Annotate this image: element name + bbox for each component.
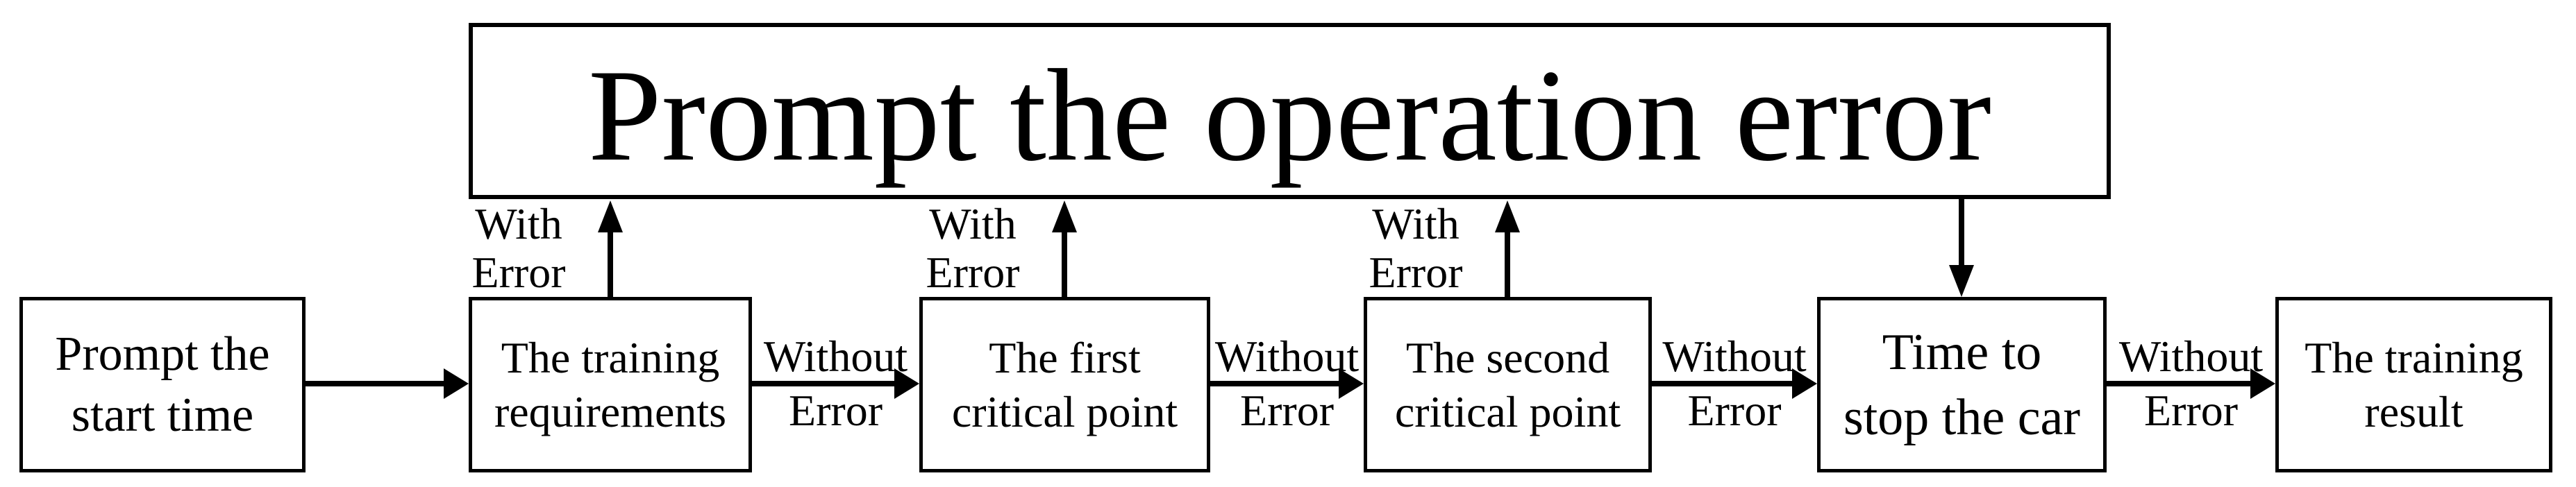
box-time-to-stop-car-line1: Time to (1882, 323, 2042, 381)
box-prompt-start-time: Prompt the start time (19, 297, 306, 472)
with-error-label-3: With Error (1332, 202, 1499, 295)
box-first-critical-point: The first critical point (919, 297, 1210, 472)
box-training-requirements: The training requirements (469, 297, 752, 472)
arrow-first-to-second-head-icon (1339, 368, 1364, 399)
box-training-requirements-line2: requirements (494, 386, 727, 436)
without-error-label-4-line1: Without (2118, 332, 2264, 381)
arrow-second-up-head-icon (1495, 200, 1520, 232)
box-first-critical-point-line2: critical point (951, 386, 1178, 436)
without-error-label-2: Without Error (1210, 334, 1364, 433)
arrow-stop-to-result-head-icon (2250, 368, 2275, 399)
box-time-to-stop-car-line2: stop the car (1843, 388, 2081, 446)
with-error-label-1-line2: Error (471, 248, 566, 297)
arrow-second-up-shaft (1505, 229, 1510, 297)
without-error-label-3: Without Error (1652, 334, 1817, 433)
without-error-label-1: Without Error (752, 334, 919, 433)
operation-error-label: Prompt the operation error (588, 43, 1991, 189)
arrow-first-up-shaft (1062, 229, 1067, 297)
without-error-label-4: Without Error (2107, 334, 2275, 433)
without-error-label-3-line2: Error (1687, 386, 1782, 435)
without-error-label-2-line1: Without (1214, 332, 1360, 381)
with-error-label-2-line1: With (929, 199, 1017, 248)
with-error-label-3-line1: With (1372, 199, 1460, 248)
arrow-stop-to-result-shaft (2107, 381, 2252, 386)
without-error-label-1-line2: Error (788, 386, 883, 435)
box-time-to-stop-car: Time to stop the car (1817, 297, 2107, 472)
box-prompt-start-time-line2: start time (71, 388, 254, 442)
box-second-critical-point-line2: critical point (1394, 386, 1621, 436)
without-error-label-3-line1: Without (1662, 332, 1807, 381)
with-error-label-1-line1: With (475, 199, 562, 248)
with-error-label-2: With Error (889, 202, 1056, 295)
arrow-second-to-stop-head-icon (1792, 368, 1817, 399)
box-second-critical-point: The second critical point (1364, 297, 1652, 472)
without-error-label-2-line2: Error (1239, 386, 1335, 435)
with-error-label-1: With Error (435, 202, 602, 295)
box-prompt-start-time-line1: Prompt the (55, 327, 270, 381)
arrow-first-up-head-icon (1052, 200, 1077, 232)
box-training-result-line1: The training (2305, 332, 2523, 382)
without-error-label-4-line2: Error (2143, 386, 2239, 435)
arrow-requirements-up-shaft (608, 229, 613, 297)
arrow-first-to-second-shaft (1210, 381, 1340, 386)
box-second-critical-point-line1: The second (1405, 332, 1610, 382)
box-training-result: The training result (2275, 297, 2552, 472)
arrow-requirements-to-first-shaft (752, 381, 896, 386)
with-error-label-3-line2: Error (1369, 248, 1463, 297)
with-error-label-2-line2: Error (926, 248, 1020, 297)
without-error-label-1-line1: Without (763, 332, 908, 381)
box-training-result-line2: result (2364, 386, 2464, 436)
arrow-error-down-head-icon (1949, 265, 1974, 297)
arrow-start-to-requirements-head-icon (444, 368, 469, 399)
box-training-requirements-line1: The training (501, 332, 720, 382)
box-first-critical-point-line1: The first (989, 332, 1141, 382)
arrow-requirements-to-first-head-icon (894, 368, 919, 399)
arrow-requirements-up-head-icon (598, 200, 623, 232)
arrow-error-down-shaft (1959, 199, 1964, 266)
operation-error-box: Prompt the operation error (469, 23, 2111, 199)
arrow-second-to-stop-shaft (1652, 381, 1793, 386)
arrow-start-to-requirements-shaft (306, 381, 445, 386)
